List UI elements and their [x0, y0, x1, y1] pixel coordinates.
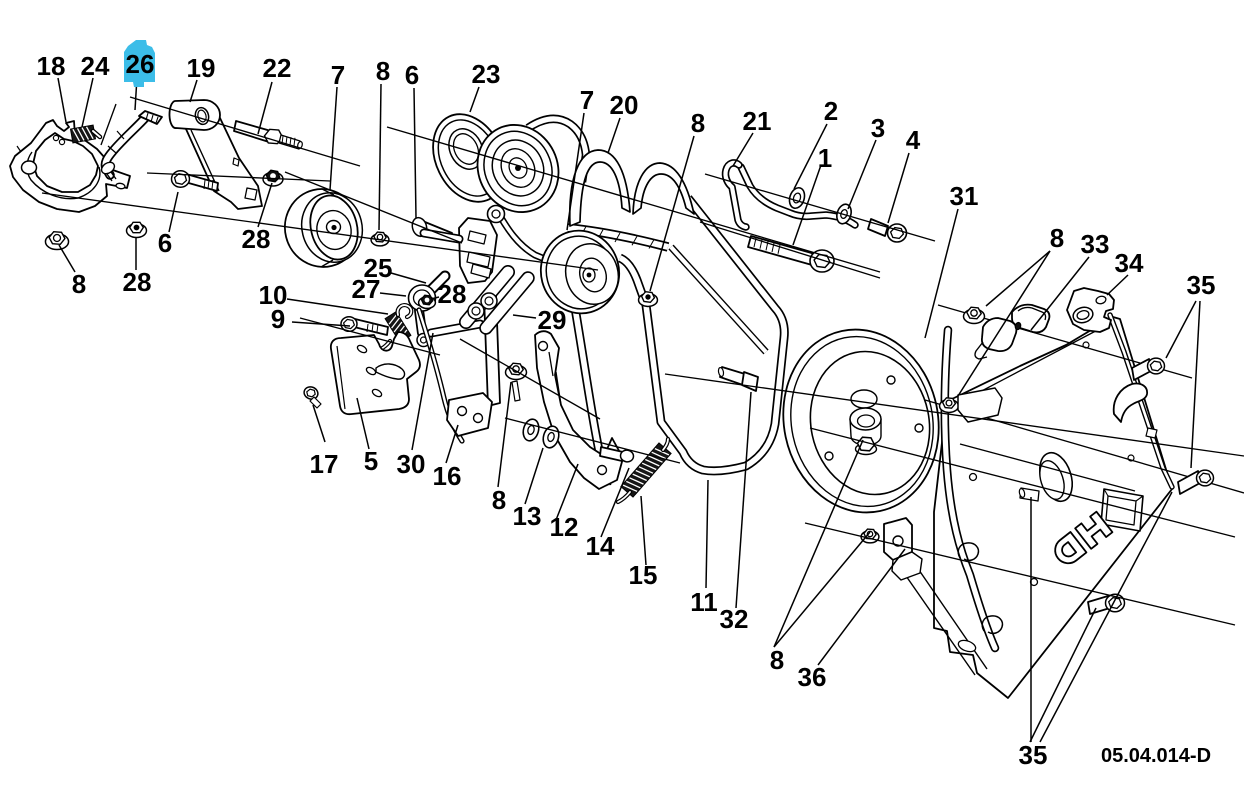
svg-text:18: 18	[37, 51, 66, 81]
svg-text:8: 8	[691, 108, 705, 138]
svg-text:35: 35	[1019, 740, 1048, 770]
svg-text:28: 28	[123, 267, 152, 297]
svg-text:21: 21	[743, 106, 772, 136]
svg-text:8: 8	[72, 269, 86, 299]
svg-text:22: 22	[263, 53, 292, 83]
svg-text:17: 17	[310, 449, 339, 479]
svg-text:34: 34	[1115, 248, 1144, 278]
svg-text:8: 8	[492, 485, 506, 515]
svg-text:23: 23	[472, 59, 501, 89]
svg-text:05.04.014-D: 05.04.014-D	[1101, 745, 1211, 767]
svg-text:11: 11	[690, 587, 718, 617]
svg-text:8: 8	[1050, 223, 1064, 253]
svg-text:15: 15	[629, 560, 658, 590]
svg-text:12: 12	[550, 512, 579, 542]
svg-text:19: 19	[187, 53, 216, 83]
svg-text:28: 28	[242, 224, 271, 254]
svg-text:7: 7	[580, 85, 594, 115]
svg-text:36: 36	[798, 662, 827, 692]
svg-text:30: 30	[397, 449, 426, 479]
svg-text:7: 7	[331, 60, 345, 90]
svg-text:9: 9	[271, 304, 285, 334]
svg-text:29: 29	[538, 305, 567, 335]
svg-text:14: 14	[586, 531, 615, 561]
svg-text:20: 20	[610, 90, 639, 120]
svg-text:3: 3	[871, 113, 885, 143]
svg-text:28: 28	[438, 279, 467, 309]
svg-text:27: 27	[352, 274, 381, 304]
svg-text:16: 16	[433, 461, 462, 491]
svg-text:13: 13	[513, 501, 542, 531]
svg-text:33: 33	[1081, 229, 1110, 259]
svg-text:10: 10	[259, 280, 288, 310]
svg-text:8: 8	[770, 645, 784, 675]
svg-text:6: 6	[158, 228, 172, 258]
svg-text:32: 32	[720, 604, 749, 634]
svg-text:35: 35	[1187, 270, 1216, 300]
svg-text:6: 6	[405, 60, 419, 90]
svg-text:5: 5	[364, 446, 378, 476]
svg-text:2: 2	[824, 96, 838, 126]
svg-text:4: 4	[906, 125, 921, 155]
svg-text:25: 25	[364, 253, 393, 283]
svg-text:31: 31	[950, 181, 979, 211]
svg-text:24: 24	[81, 51, 110, 81]
svg-text:26: 26	[126, 49, 155, 79]
svg-text:1: 1	[818, 143, 832, 173]
svg-text:8: 8	[376, 56, 390, 86]
